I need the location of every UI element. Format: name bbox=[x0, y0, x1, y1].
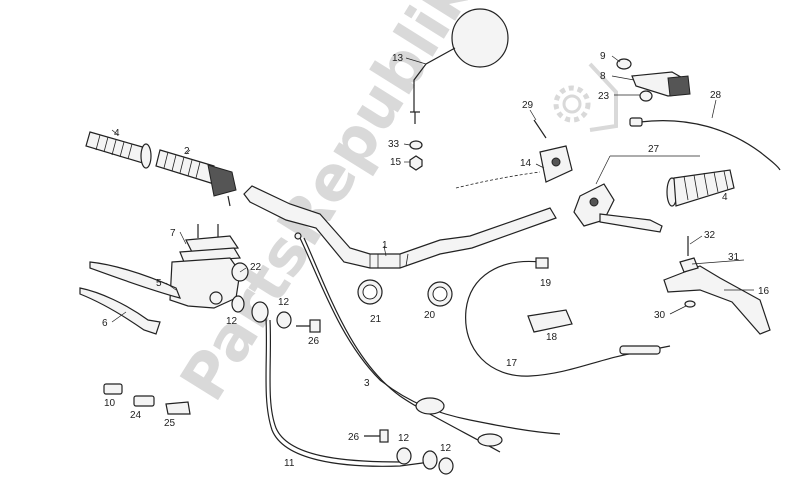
right-grip-part bbox=[666, 169, 735, 207]
callout-label: 15 bbox=[390, 157, 402, 168]
washer-12c-part bbox=[396, 447, 412, 465]
callout-label: 31 bbox=[728, 252, 740, 263]
watermark-gear-icon bbox=[553, 62, 618, 132]
callout-label: 24 bbox=[130, 410, 142, 421]
callout-label: 28 bbox=[710, 90, 722, 101]
mirror-part bbox=[410, 8, 509, 124]
brake-hose-part bbox=[251, 301, 438, 470]
clutch-clamp-part bbox=[616, 58, 691, 102]
handlebar-part bbox=[243, 185, 557, 269]
callout-label: 4 bbox=[722, 192, 728, 203]
watermark: PartsRepublik bbox=[166, 0, 488, 413]
callout-labels: 4 2 13 9 8 23 28 29 33 15 14 27 4 7 22 1… bbox=[102, 51, 770, 469]
callout-label: 29 bbox=[522, 100, 534, 111]
callout-label: 26 bbox=[348, 432, 360, 443]
callout-label: 21 bbox=[370, 314, 382, 325]
callout-label: 4 bbox=[114, 128, 120, 139]
callout-label: 23 bbox=[598, 91, 610, 102]
callout-label: 9 bbox=[600, 51, 606, 62]
callout-label: 25 bbox=[164, 418, 176, 429]
washer-12b-part bbox=[276, 311, 292, 329]
callout-label: 19 bbox=[540, 278, 552, 289]
switch-24-part bbox=[133, 395, 155, 407]
callout-label: 12 bbox=[278, 297, 290, 308]
clutch-cable-part bbox=[629, 117, 781, 171]
watermark-text: PartsRepublik bbox=[166, 0, 488, 413]
callout-label: 27 bbox=[648, 144, 660, 155]
callout-label: 10 bbox=[104, 398, 116, 409]
brake-lever-6-part bbox=[79, 287, 161, 335]
callout-label: 22 bbox=[250, 262, 262, 273]
throttle-grip-part bbox=[155, 149, 237, 207]
cable-17-part bbox=[465, 257, 671, 377]
washer-12a-part bbox=[231, 295, 245, 313]
callout-label: 16 bbox=[758, 286, 770, 297]
brake-lever-16-part bbox=[663, 236, 771, 335]
switch-25-part bbox=[165, 401, 191, 415]
callout-label: 12 bbox=[440, 443, 452, 454]
callout-label: 13 bbox=[392, 53, 404, 64]
callout-label: 30 bbox=[654, 310, 666, 321]
clamp-21-part bbox=[357, 279, 383, 305]
left-grip-part bbox=[85, 131, 152, 169]
brake-lever-5-part bbox=[89, 261, 182, 299]
leader-lines bbox=[111, 55, 754, 323]
callout-label: 17 bbox=[506, 358, 518, 369]
clamp-20-part bbox=[427, 281, 453, 307]
master-cylinder-cap-part bbox=[179, 224, 242, 263]
throttle-cable-part bbox=[294, 232, 561, 453]
bolt-26-part bbox=[296, 319, 321, 333]
callout-label: 8 bbox=[600, 71, 606, 82]
callout-label: 1 bbox=[382, 240, 388, 251]
callout-label: 7 bbox=[170, 228, 176, 239]
callout-label: 32 bbox=[704, 230, 716, 241]
callout-label: 2 bbox=[184, 146, 190, 157]
callout-label: 26 bbox=[308, 336, 320, 347]
callout-label: 3 bbox=[364, 378, 370, 389]
nut-15-part bbox=[409, 155, 423, 171]
callout-label: 20 bbox=[424, 310, 436, 321]
switch-14-part bbox=[455, 145, 573, 189]
switch-18-part bbox=[527, 309, 573, 333]
callout-label: 11 bbox=[284, 458, 295, 469]
callout-label: 18 bbox=[546, 332, 558, 343]
nut-33-part bbox=[409, 140, 423, 150]
screw-29-part bbox=[533, 119, 547, 139]
callout-label: 33 bbox=[388, 139, 400, 150]
callout-label: 6 bbox=[102, 318, 108, 329]
bolt-10-part bbox=[103, 383, 123, 395]
callout-label: 12 bbox=[226, 316, 238, 327]
bolt-26b-part bbox=[364, 429, 389, 443]
callout-label: 14 bbox=[520, 158, 532, 169]
callout-label: 5 bbox=[156, 278, 162, 289]
washer-12d-part bbox=[438, 457, 454, 475]
callout-label: 12 bbox=[398, 433, 410, 444]
clutch-lever-part bbox=[573, 183, 663, 233]
